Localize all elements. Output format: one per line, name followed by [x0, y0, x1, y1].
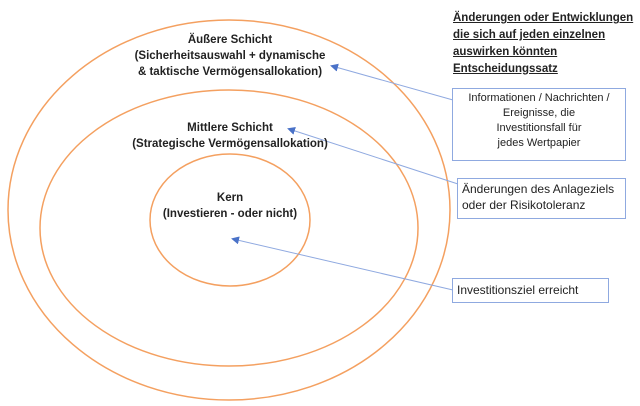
goal-change-box: Änderungen des Anlageziels oder der Risi… — [457, 178, 626, 219]
box-line: Investitionsfall für — [496, 122, 582, 134]
heading: Änderungen oder Entwicklungen die sich a… — [453, 10, 633, 78]
heading-line: Entscheidungssatz — [453, 63, 558, 75]
goal-reached-box: Investitionsziel erreicht — [452, 278, 609, 303]
middle-layer-desc: (Strategische Vermögensallokation) — [132, 138, 328, 150]
box-line: Informationen / Nachrichten / — [468, 92, 610, 104]
middle-layer-title: Mittlere Schicht — [187, 122, 273, 134]
heading-line: Änderungen oder Entwicklungen — [453, 12, 634, 24]
box-line: oder der Risikotoleranz — [462, 198, 586, 212]
arrow-info — [330, 63, 454, 101]
outer-layer-label: Äußere Schicht (Sicherheitsauswahl + dyn… — [110, 32, 350, 80]
middle-ring — [39, 89, 419, 367]
core-ring — [149, 153, 311, 287]
box-line: jedes Wertpapier — [497, 137, 581, 149]
outer-layer-title: Äußere Schicht — [187, 34, 273, 46]
heading-line: die sich auf jeden einzelnen — [453, 29, 606, 41]
outer-layer-desc: & taktische Vermögensallokation) — [137, 66, 323, 78]
outer-ring — [7, 19, 451, 401]
box-line: Änderungen des Anlageziels — [462, 182, 615, 196]
info-box: Informationen / Nachrichten / Ereignisse… — [452, 88, 626, 161]
core-title: Kern — [216, 192, 244, 204]
heading-line: auswirken könnten — [453, 46, 558, 58]
outer-layer-desc: (Sicherheitsauswahl + dynamische — [134, 50, 326, 62]
arrow-goal-reached — [231, 236, 454, 291]
middle-layer-label: Mittlere Schicht (Strategische Vermögens… — [110, 120, 350, 152]
core-label: Kern (Investieren - oder nicht) — [130, 190, 330, 222]
box-line: Investitionsziel erreicht — [457, 283, 579, 297]
arrow-goal-change — [287, 127, 459, 185]
core-desc: (Investieren - oder nicht) — [162, 208, 298, 220]
box-line: Ereignisse, die — [502, 107, 576, 119]
